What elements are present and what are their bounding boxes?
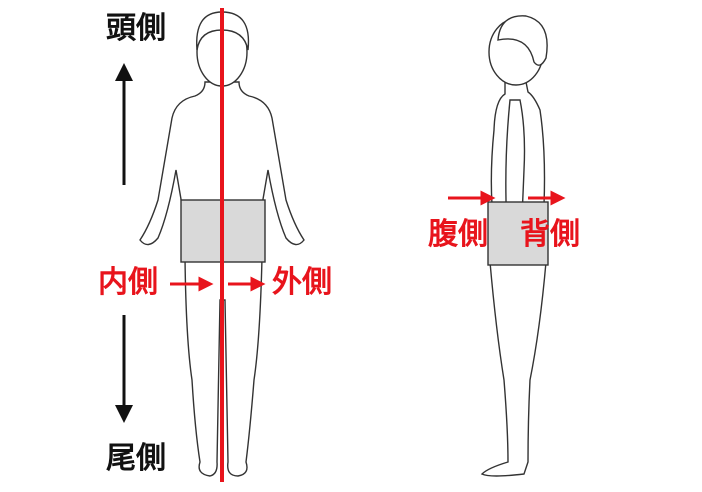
label-ventral: 腹側 [428,217,488,252]
front-legs [184,257,263,477]
side-hair [497,15,548,66]
side-shorts [487,201,549,266]
side-figure [480,15,549,477]
label-lateral: 外側 [272,265,332,300]
label-dorsal: 背側 [520,217,580,252]
label-medial: 内側 [98,265,158,300]
label-caudal: 尾側 [106,441,166,476]
label-cranial: 頭側 [106,11,166,46]
front-hair [196,11,250,51]
